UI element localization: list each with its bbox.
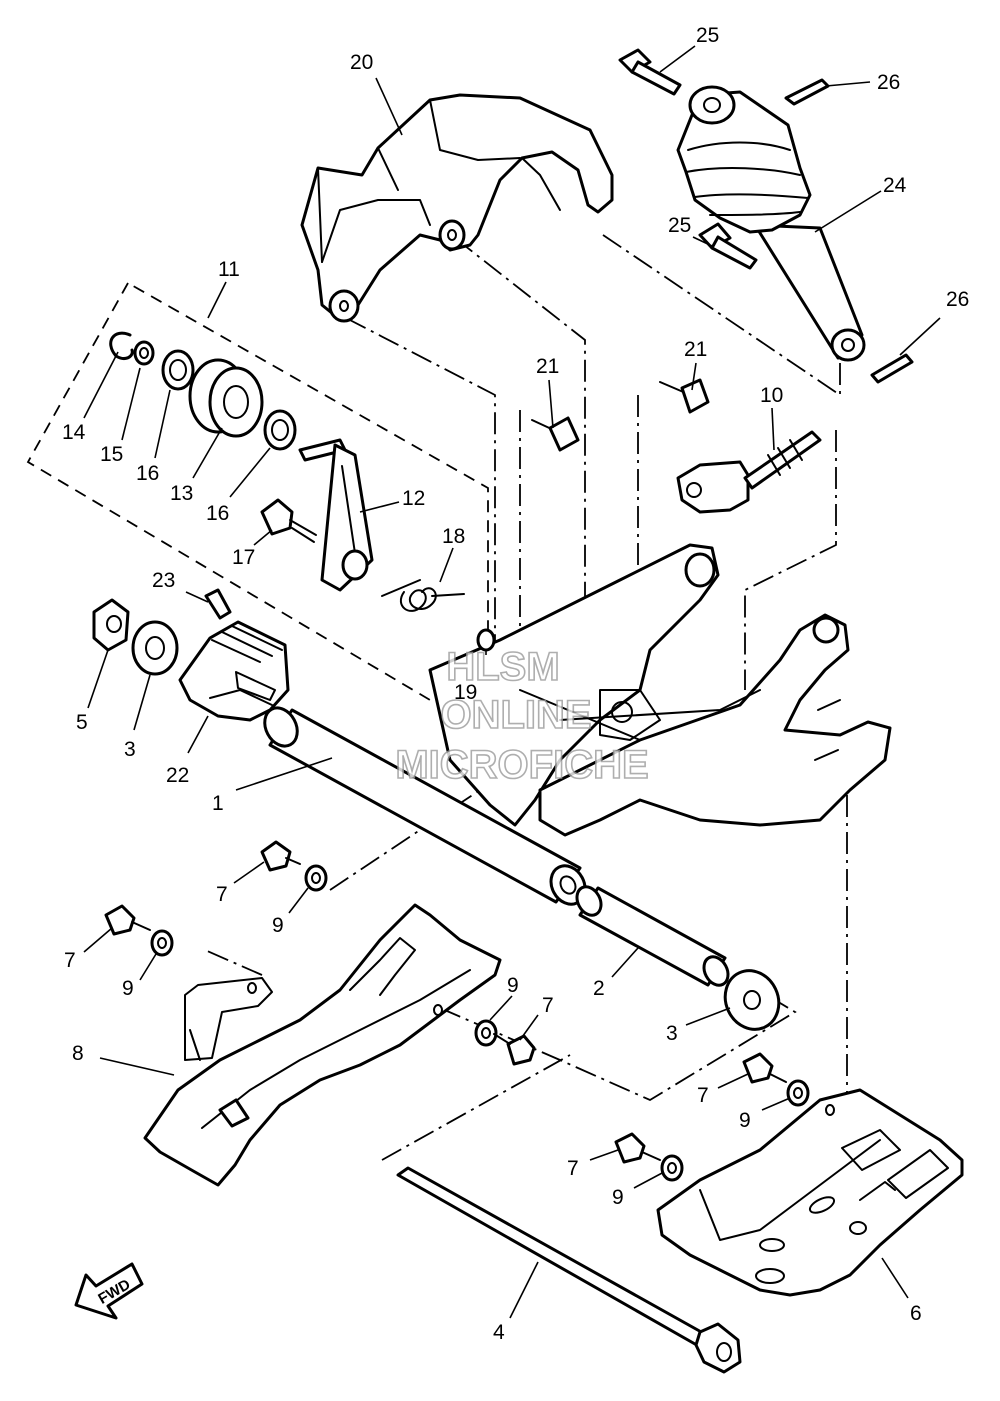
callout-18: 18 (442, 525, 465, 548)
bolt-7e (614, 1132, 661, 1164)
callout-7-b: 7 (64, 949, 76, 972)
watermark-line-2: ONLINE (440, 693, 591, 737)
bolt-7b (104, 904, 151, 936)
washer-9c (474, 1019, 498, 1047)
arm-12 (298, 438, 374, 592)
bolt-7a (260, 840, 301, 872)
callout-16-left: 16 (136, 462, 159, 485)
washer-15 (133, 340, 155, 366)
callout-4: 4 (493, 1321, 505, 1344)
callout-8: 8 (72, 1042, 84, 1065)
bolt-17 (260, 498, 317, 543)
skid-plate (656, 1088, 964, 1297)
callout-9-b: 9 (122, 977, 134, 1000)
slider-block (178, 620, 290, 722)
callout-3-top: 3 (124, 738, 136, 761)
callout-10: 10 (760, 384, 783, 407)
callout-13: 13 (170, 482, 193, 505)
callout-25-lower: 25 (668, 214, 691, 237)
callout-9-c: 9 (507, 974, 519, 997)
watermark-line-1: HLSM (446, 645, 559, 689)
bearing-16-left (161, 349, 195, 391)
callout-6: 6 (910, 1302, 922, 1325)
bolt-7d (742, 1052, 787, 1084)
bolt-21-right (659, 378, 710, 414)
cap-3-bottom (723, 969, 781, 1031)
callout-20: 20 (350, 51, 373, 74)
watermark-line-3: MICROFICHE (395, 743, 648, 787)
callout-15: 15 (100, 443, 123, 466)
washer-9a (304, 864, 328, 892)
bolt-7c (493, 1033, 536, 1066)
washer-9e (660, 1154, 684, 1182)
idler-wheel (188, 358, 264, 438)
callout-9-a: 9 (272, 914, 284, 937)
callout-17: 17 (232, 546, 255, 569)
bolt-25-top (618, 48, 682, 96)
callout-23: 23 (152, 569, 175, 592)
callout-25-top: 25 (696, 24, 719, 47)
nut (92, 598, 130, 652)
callout-24: 24 (883, 174, 907, 197)
callout-7-a: 7 (216, 883, 228, 906)
bolt-21-left (531, 416, 580, 452)
rear-shock-absorber (676, 85, 866, 362)
watermark: HLSM ONLINE MICROFICHE (395, 644, 650, 788)
screw-23 (204, 588, 232, 620)
side-bracket (143, 903, 502, 1187)
bearing-16-right (263, 409, 297, 451)
cotter-pin-26-lower (870, 353, 914, 384)
callout-1: 1 (212, 792, 224, 815)
callout-5: 5 (76, 711, 88, 734)
bolt-25-lower (698, 222, 758, 270)
callout-26-top: 26 (877, 71, 900, 94)
callout-26-lower: 26 (946, 288, 969, 311)
callout-21-right: 21 (684, 338, 707, 361)
collar (575, 885, 730, 987)
cotter-pin-26-top (784, 78, 830, 106)
callout-2: 2 (593, 977, 605, 1000)
shock-cover (300, 93, 614, 323)
callout-9-e: 9 (612, 1186, 624, 1209)
pivot-shaft (263, 706, 587, 906)
circlip-14 (109, 331, 134, 360)
long-bolt (396, 1166, 742, 1374)
spring-18 (381, 579, 465, 612)
callout-7-d: 7 (697, 1084, 709, 1107)
adjuster-bracket (676, 430, 822, 514)
leader-lines (83, 45, 941, 1319)
callout-7-e: 7 (567, 1157, 579, 1180)
callout-21-left: 21 (536, 355, 559, 378)
washer-9b (150, 929, 174, 957)
callout-3-bottom: 3 (666, 1022, 678, 1045)
callout-7-c: 7 (542, 994, 554, 1017)
callout-14: 14 (62, 421, 86, 444)
forward-direction-arrow: FWD (74, 1262, 144, 1320)
swing-arm-frame (428, 543, 892, 837)
cap-3-top (131, 620, 179, 676)
washer-9d (786, 1079, 810, 1107)
callout-labels: 20 25 26 24 25 26 21 21 10 11 14 15 16 1… (62, 24, 969, 1344)
callout-16-right: 16 (206, 502, 229, 525)
callout-11: 11 (218, 258, 240, 281)
callout-22: 22 (166, 764, 189, 787)
callout-12: 12 (402, 487, 425, 510)
callout-19: 19 (454, 681, 477, 704)
callout-9-d: 9 (739, 1109, 751, 1132)
